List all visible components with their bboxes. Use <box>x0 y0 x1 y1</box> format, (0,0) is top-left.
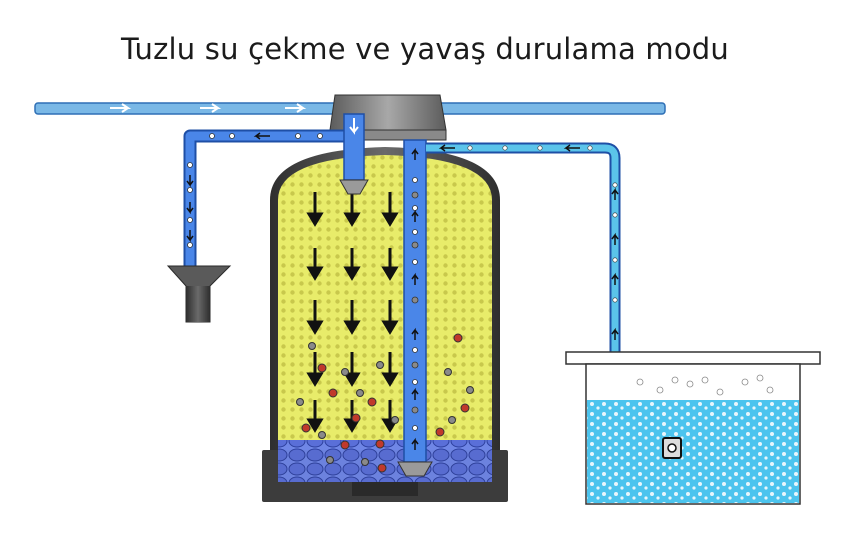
drain-funnel <box>166 265 232 323</box>
diagram-title: Tuzlu su çekme ve yavaş durulama modu <box>121 32 729 66</box>
resin-flow-arrows <box>306 192 399 433</box>
ion-particles <box>296 333 474 473</box>
drain-line <box>183 129 355 272</box>
distributor-tube <box>397 139 433 477</box>
resin-tank <box>262 147 508 502</box>
brine-tank <box>565 351 821 505</box>
inlet-down-tube <box>339 113 369 195</box>
brine-valve <box>662 437 682 459</box>
